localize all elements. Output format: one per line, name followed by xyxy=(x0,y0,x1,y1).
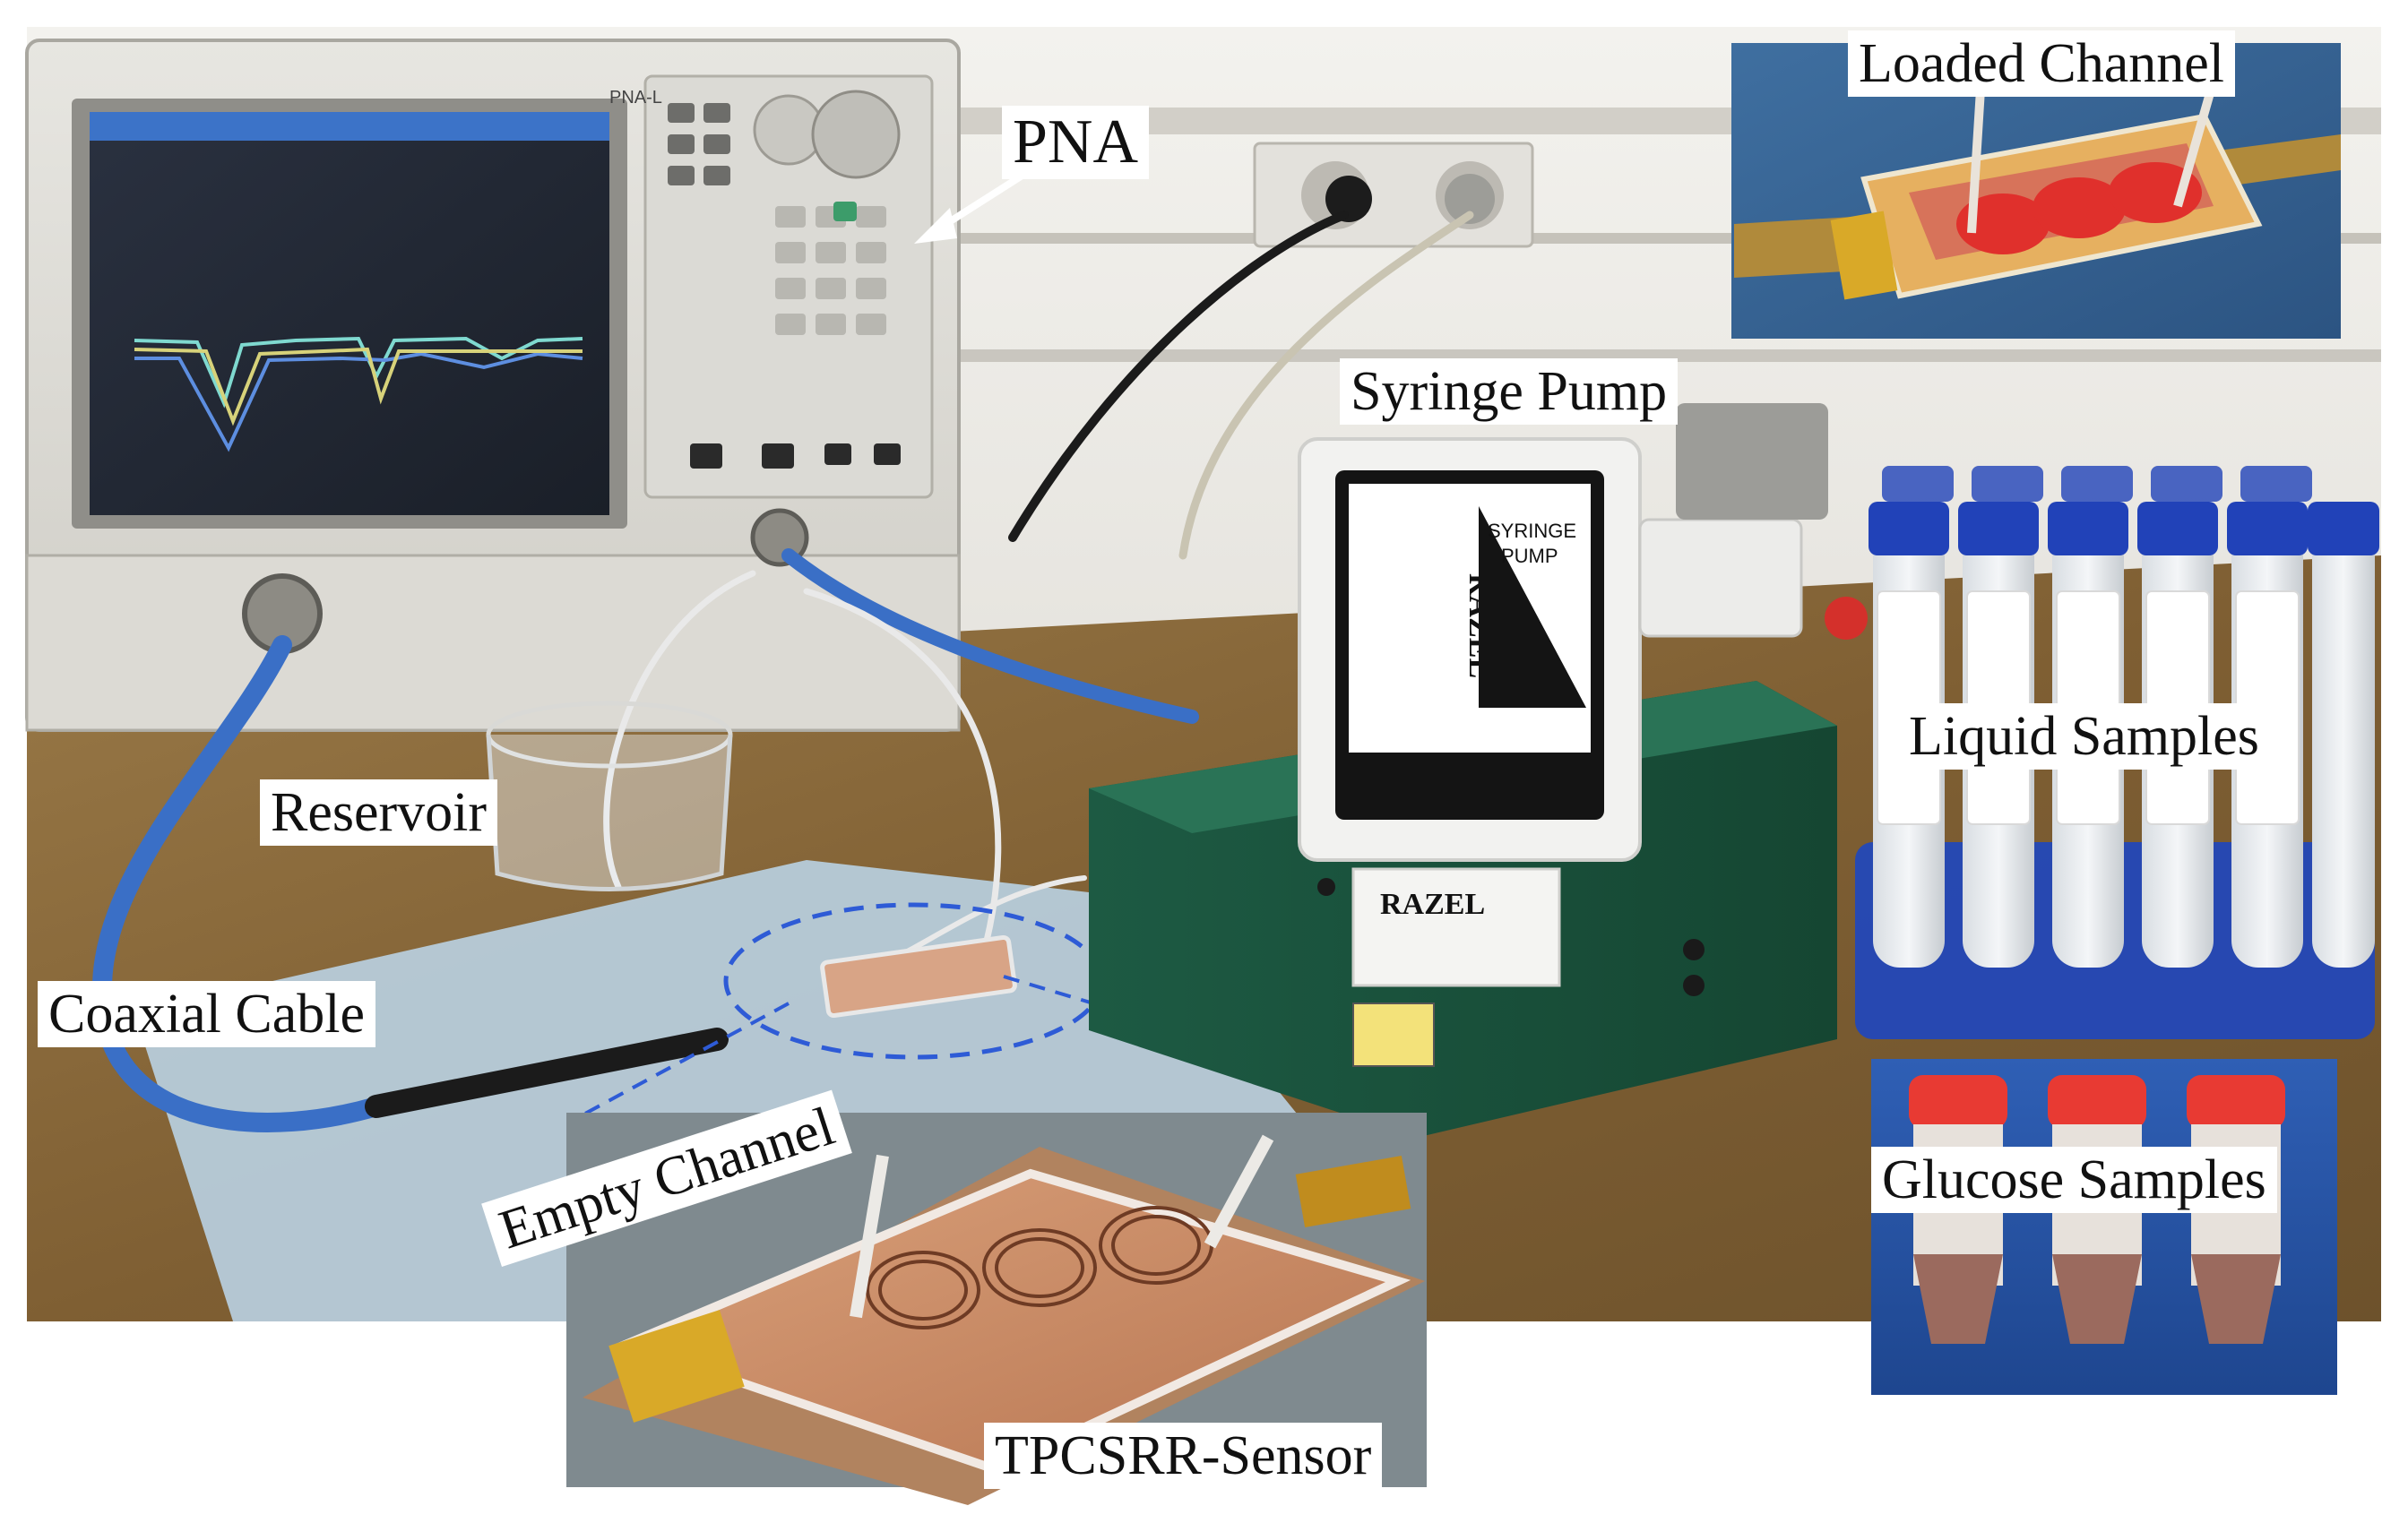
label-tpcsrr-sensor: TPCSRR-Sensor xyxy=(984,1423,1383,1489)
label-liquid-samples: Liquid Samples xyxy=(1898,703,2270,770)
glucose-samples-inset xyxy=(1871,1059,2337,1395)
label-reservoir: Reservoir xyxy=(260,779,498,846)
analyzer-screen-traces xyxy=(134,336,583,452)
label-pna: PNA xyxy=(1002,106,1150,179)
syringe-pump: RAZEL SYRINGE PUMP RAZEL xyxy=(1089,403,1868,1138)
analyzer-model-text: PNA-L xyxy=(609,88,662,108)
pump-title-line2: PUMP xyxy=(1501,545,1558,567)
pump-title-line1: SYRINGE xyxy=(1488,520,1576,542)
label-coaxial-cable: Coaxial Cable xyxy=(38,981,375,1047)
pump-nameplate-brand: RAZEL xyxy=(1380,888,1485,921)
reservoir-beaker xyxy=(486,701,733,891)
pna-arrow xyxy=(914,167,1033,244)
label-loaded-channel: Loaded Channel xyxy=(1848,30,2236,97)
power-outlets xyxy=(1253,142,1534,248)
pna-analyzer: PNA-L xyxy=(25,39,961,732)
sensor-on-bench xyxy=(573,902,1453,1122)
label-syringe-pump: Syringe Pump xyxy=(1340,358,1679,425)
label-glucose-samples: Glucose Samples xyxy=(1871,1147,2277,1213)
